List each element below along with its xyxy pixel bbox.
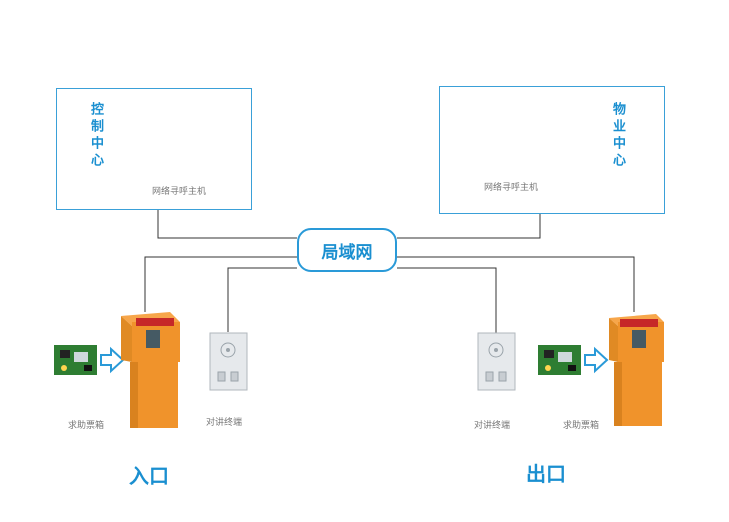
line-lan-to-exit-kiosk (397, 256, 635, 312)
property-center-label: 物业中心 (610, 102, 625, 170)
line-control-to-lan (157, 210, 297, 239)
control-center-label: 控制中心 (88, 102, 103, 170)
exit-label: 出口 (526, 462, 566, 486)
exit-arrow-icon (584, 346, 609, 374)
entrance-ticket-kiosk-icon (121, 312, 180, 428)
entrance-arrow-icon (100, 346, 125, 374)
exit-ticket-kiosk-icon (609, 314, 664, 426)
connection-lines (144, 210, 635, 333)
exit-terminal-caption: 对讲终端 (474, 421, 511, 431)
lan-label: 局域网 (321, 242, 373, 263)
entrance-intercom-terminal-icon (209, 332, 248, 391)
entrance-circuit-board-icon (54, 345, 97, 375)
control-center-box (56, 88, 252, 210)
control-paging-host-caption: 网络寻呼主机 (152, 187, 207, 197)
line-lan-to-entrance-terminal (227, 267, 297, 332)
line-lan-to-entrance-kiosk (144, 256, 297, 312)
entrance-terminal-caption: 对讲终端 (206, 418, 243, 428)
exit-ticket-box-caption: 求助票箱 (563, 421, 600, 431)
line-lan-to-property (397, 214, 541, 239)
lan-node: 局域网 (297, 228, 397, 272)
exit-intercom-terminal-icon (477, 332, 516, 391)
line-lan-to-exit-terminal (397, 267, 497, 333)
entrance-label: 入口 (129, 464, 169, 488)
exit-circuit-board-icon (538, 345, 581, 375)
entrance-ticket-box-caption: 求助票箱 (68, 421, 105, 431)
property-paging-host-caption: 网络寻呼主机 (484, 183, 539, 193)
property-center-box (439, 86, 665, 214)
